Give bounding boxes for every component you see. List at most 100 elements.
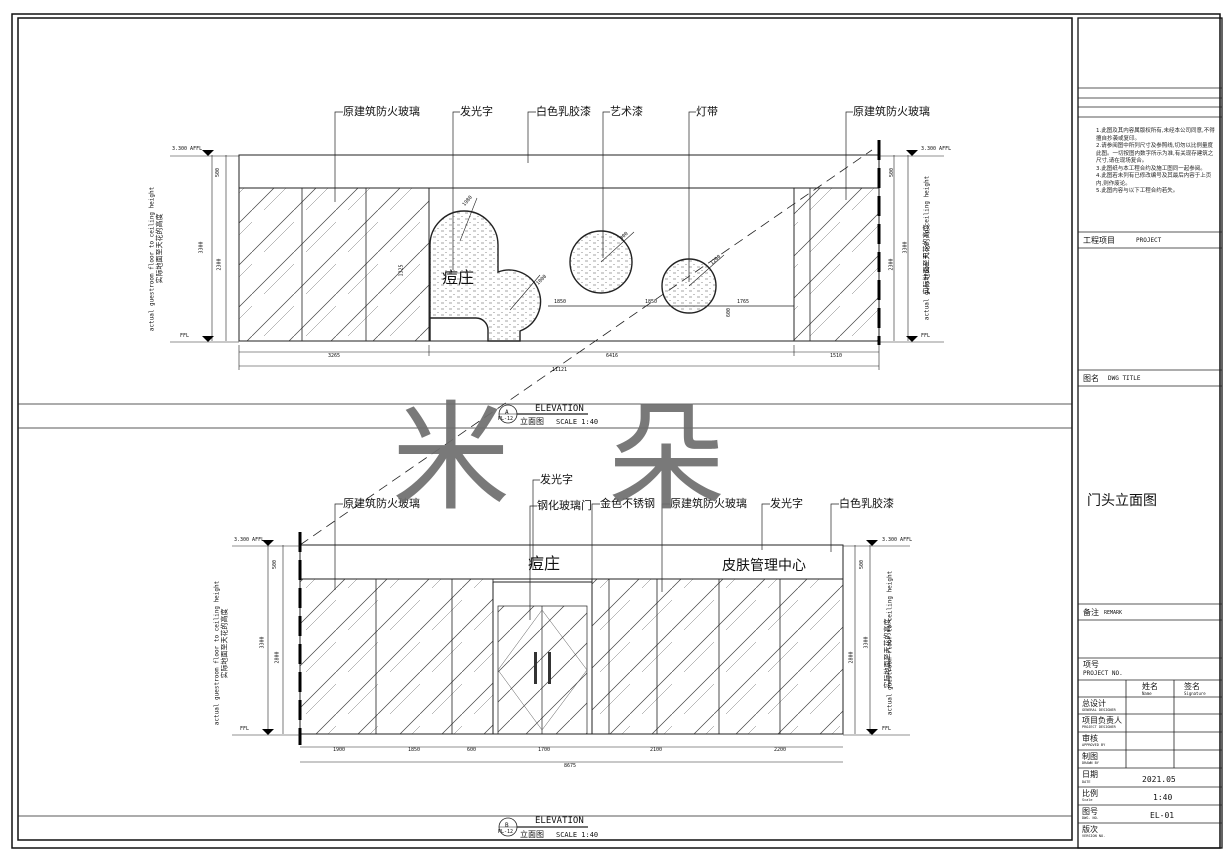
dim-b-b6: 2200	[774, 747, 787, 753]
dim-a-h2: 1325	[398, 264, 405, 277]
title-block-grid	[1078, 87, 1222, 824]
project-label-cn: 工程项目	[1083, 236, 1115, 245]
watermark: 米 朵	[392, 389, 756, 527]
dim-a-d1: 1850	[554, 299, 567, 305]
dim-a-height-total-left: 3300	[198, 241, 205, 254]
label-glass-left-a: 原建筑防火玻璃	[343, 105, 420, 118]
dwg-no-label-en: DWG. NO.	[1082, 816, 1099, 820]
caption-a-marker-sheet: PL-12	[498, 416, 514, 422]
note-2: 2.请参阅图中所列尺寸及参照线,切勿以比例量度此图。一切按图内数字所示为准,有关…	[1096, 143, 1214, 164]
caption-a-title-en: ELEVATION	[535, 404, 584, 414]
sign-text-a: 痘庄	[442, 268, 475, 287]
sign-right-b: 皮肤管理中心	[722, 558, 806, 574]
date-label-en: DATE	[1082, 780, 1091, 784]
sign-column-en: Signature	[1184, 691, 1206, 696]
version-label-cn: 版次	[1082, 825, 1098, 834]
label-luminous-text-1-b: 发光字	[540, 473, 573, 486]
dim-a-bottom-mid: 6416	[606, 353, 619, 359]
label-art-paint-a: 艺术漆	[610, 105, 643, 118]
label-light-strip-a: 灯带	[696, 105, 718, 118]
project-label-en: PROJECT	[1136, 237, 1162, 244]
dim-b-height-glass-right: 2800	[848, 651, 855, 664]
caption-a-title-cn: 立面图	[520, 417, 544, 426]
label-white-latex-b: 白色乳胶漆	[839, 497, 894, 510]
caption-markers	[498, 404, 588, 837]
dim-a-bottom-right: 1510	[830, 353, 843, 359]
dim-b-top-band-left: 500	[272, 559, 279, 570]
note-3: 3.此图纸与本工程合约及施工图同一起参阅。	[1096, 165, 1206, 172]
note-5: 5.此图内容与以下工程合约若失。	[1096, 188, 1179, 194]
date-label-cn: 日期	[1082, 770, 1098, 779]
dim-b-b4: 1700	[538, 747, 551, 753]
drawing-name: 门头立面图	[1087, 493, 1157, 509]
row-drawn-cn: 制图	[1082, 752, 1098, 761]
dim-b-b3: 600	[467, 747, 477, 753]
row-general-designer-en: GENERAL DESIGNER	[1082, 708, 1116, 712]
dwg-no-label-cn: 图号	[1082, 807, 1098, 816]
remark-label-cn: 备注	[1083, 608, 1099, 617]
remark-label-en: REMARK	[1104, 610, 1123, 616]
label-glass-left-b: 原建筑防火玻璃	[343, 497, 420, 510]
level-top-left-a: 3.300 AFFL	[172, 146, 203, 152]
scale-label-en: Scale	[1082, 798, 1093, 802]
dim-a-height-glass-right: 2300	[888, 258, 895, 271]
label-luminous-text-a: 发光字	[460, 105, 493, 118]
dim-b-b1: 1900	[333, 747, 346, 753]
level-top-left-b: 3.300 AFFL	[234, 537, 265, 543]
dwg-no-value: EL-01	[1150, 811, 1175, 820]
row-project-designer-cn: 项目负责人	[1082, 716, 1122, 725]
level-top-right-a: 3.300 AFFL	[921, 146, 952, 152]
row-approved-en: APPROVED BY	[1082, 743, 1106, 747]
caption-a-scale: SCALE 1:40	[556, 418, 599, 426]
label-tempered-door-b: 钢化玻璃门	[537, 499, 592, 512]
row-project-designer-en: PROJECT DESIGNER	[1082, 725, 1116, 729]
dim-a-height-total-right: 3300	[902, 241, 909, 254]
project-no-label-cn: 项号	[1083, 660, 1099, 669]
caption-b-scale: SCALE 1:40	[556, 831, 599, 839]
elevation-b-geometry	[232, 479, 910, 763]
date-value: 2021.05	[1142, 775, 1176, 784]
dim-a-d2: 1850	[645, 299, 658, 305]
level-bottom-left-a: FFL	[180, 333, 190, 339]
sign-column-cn: 签名	[1184, 682, 1200, 691]
row-approved-cn: 审核	[1082, 734, 1098, 743]
note-4: 4.此图若未列有已修改编号及其最后内容于上页内,则作废论。	[1096, 173, 1212, 187]
dwg-title-label-cn: 图名	[1083, 374, 1099, 383]
dim-b-height-total-right: 3300	[863, 636, 870, 649]
row-general-designer-cn: 总设计	[1082, 699, 1106, 708]
dwg-title-label-en: DWG TITLE	[1108, 375, 1141, 382]
level-top-right-b: 3.300 AFFL	[882, 537, 913, 543]
version-label-en: VERSION NO.	[1082, 834, 1106, 838]
caption-a-marker-letter: A	[505, 409, 509, 416]
caption-b-marker-letter: B	[505, 822, 509, 829]
side-note-en-left-a: actual guestroom floor to ceiling height	[148, 186, 156, 332]
caption-b-title-cn: 立面图	[520, 830, 544, 839]
dim-a-total: 11121	[552, 367, 568, 373]
dim-b-b2: 1850	[408, 747, 421, 753]
caption-b-title-en: ELEVATION	[535, 816, 584, 826]
label-white-latex-a: 白色乳胶漆	[536, 105, 591, 118]
scale-label-cn: 比例	[1082, 789, 1098, 798]
side-note-cn-right-b: 实际地面至天花的高度	[883, 618, 892, 689]
elevation-a-geometry	[18, 111, 1072, 817]
dim-a-bottom-left: 3265	[328, 353, 341, 359]
sheet-border	[11, 13, 1223, 849]
dim-a-height-glass-left: 2300	[216, 258, 223, 271]
dim-a-d3: 1765	[737, 299, 750, 305]
level-bottom-right-a: FFL	[921, 333, 931, 339]
dim-a-top-band-right: 500	[889, 167, 896, 178]
label-glass-mid-b: 原建筑防火玻璃	[670, 497, 747, 510]
title-block-notes: 1.此图及其内容属版权所有,未经本公司同意,不得擅自抄袭或复印。 2.请参阅图中…	[1096, 128, 1218, 196]
row-drawn-en: DRAWN BY	[1082, 761, 1099, 765]
side-note-cn-left-b: 实际地面至天花的高度	[220, 608, 229, 679]
project-no-label-en: PROJECT NO.	[1083, 670, 1123, 677]
dim-b-total: 8675	[564, 763, 577, 769]
name-column-en: Name	[1142, 691, 1152, 696]
dim-a-top-band-left: 500	[215, 167, 222, 178]
label-gold-steel-b: 金色不锈钢	[600, 497, 655, 510]
dim-b-height-glass-left: 2800	[274, 651, 281, 664]
note-1: 1.此图及其内容属版权所有,未经本公司同意,不得擅自抄袭或复印。	[1096, 128, 1215, 142]
level-bottom-left-b: FFL	[240, 726, 250, 732]
